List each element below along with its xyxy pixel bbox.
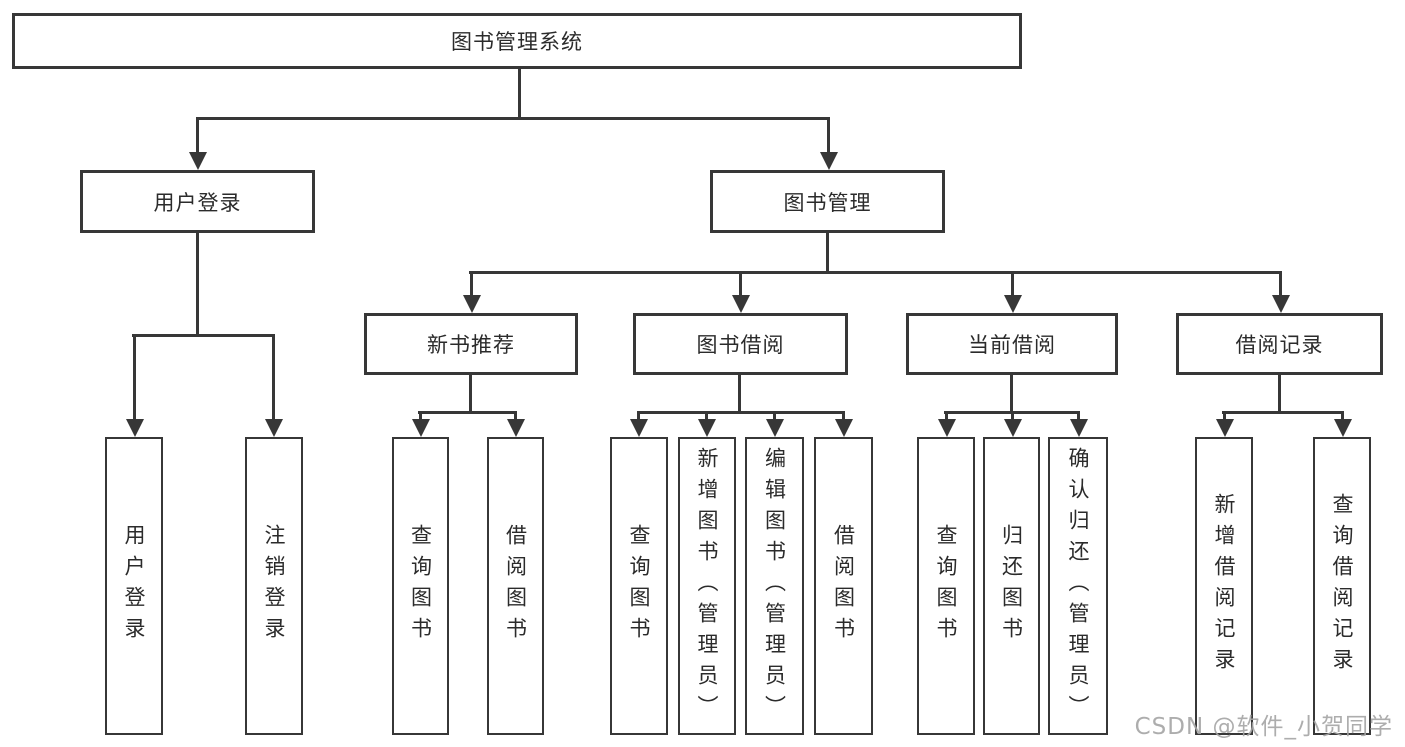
leaf-borrow-book-recommend: 借阅图书 [487,437,544,735]
connector-vline [738,375,741,413]
connector-vline [196,233,199,336]
node-label: 用户登录 [153,190,242,215]
connector-arrow-down [1003,271,1022,313]
leaf-label: 查询图书 [934,524,959,648]
connector-arrow-down [188,117,207,170]
connector-arrow-down [629,411,648,437]
node-book-borrow: 图书借阅 [633,313,848,375]
leaf-label: 新增借阅记录 [1212,493,1237,679]
csdn-watermark: CSDN @软件_小贺同学 [1134,714,1393,740]
connector-arrow-down [264,334,283,437]
node-current-borrow: 当前借阅 [906,313,1118,375]
leaf-confirm-return-admin: 确认归还（管理员） [1048,437,1108,735]
connector-arrow-down [1003,411,1022,437]
connector-vline [826,233,829,274]
connector-hline [1222,411,1343,414]
connector-hline [132,334,275,337]
leaf-return-book: 归还图书 [983,437,1040,735]
node-borrow-records: 借阅记录 [1176,313,1383,375]
leaf-query-borrow-record: 查询借阅记录 [1313,437,1371,735]
node-user-login: 用户登录 [80,170,315,233]
connector-arrow-down [697,411,716,437]
leaf-edit-book-admin: 编辑图书（管理员） [745,437,804,735]
node-label: 新书推荐 [427,333,515,357]
connector-hline [469,271,1281,274]
connector-vline [1278,375,1281,413]
leaf-label: 编辑图书（管理员） [762,446,787,726]
connector-arrow-down [411,411,430,437]
connector-arrow-down [834,411,853,437]
connector-vline [518,69,521,117]
leaf-label: 注销登录 [262,524,287,648]
leaf-label: 新增图书（管理员） [695,446,720,726]
connector-vline [1010,375,1013,413]
connector-arrow-down [1069,411,1088,437]
node-label: 图书管理 [783,190,872,215]
node-label: 借阅记录 [1235,333,1324,357]
node-label: 当前借阅 [968,333,1056,357]
connector-arrow-down [819,117,838,170]
leaf-label: 查询图书 [408,524,433,648]
connector-arrow-down [462,271,481,313]
leaf-user-login: 用户登录 [105,437,163,735]
connector-arrow-down [125,334,144,437]
leaf-label: 用户登录 [122,524,147,648]
leaf-add-borrow-record: 新增借阅记录 [1195,437,1253,735]
connector-arrow-down [1271,271,1290,313]
leaf-label: 借阅图书 [831,524,856,648]
connector-hline [418,411,517,414]
node-book-management: 图书管理 [710,170,945,233]
leaf-add-book-admin: 新增图书（管理员） [678,437,736,735]
leaf-label: 查询图书 [627,524,652,648]
leaf-query-book-borrow: 查询图书 [610,437,668,735]
node-label: 图书管理系统 [451,30,583,54]
leaf-query-book-recommend: 查询图书 [392,437,449,735]
leaf-label: 归还图书 [999,524,1024,648]
node-label: 图书借阅 [696,333,785,357]
connector-arrow-down [731,271,750,313]
leaf-label: 借阅图书 [503,524,528,648]
node-new-book-recommend: 新书推荐 [364,313,578,375]
connector-arrow-down [765,411,784,437]
connector-arrow-down [506,411,525,437]
leaf-logout-login: 注销登录 [245,437,303,735]
connector-arrow-down [1215,411,1234,437]
connector-arrow-down [937,411,956,437]
connector-arrow-down [1333,411,1352,437]
leaf-query-book-current: 查询图书 [917,437,975,735]
leaf-borrow-book: 借阅图书 [814,437,873,735]
connector-hline [196,117,830,120]
connector-vline [469,375,472,413]
leaf-label: 查询借阅记录 [1330,493,1355,679]
connector-hline [637,411,844,414]
node-library-system: 图书管理系统 [12,13,1022,69]
leaf-label: 确认归还（管理员） [1066,446,1091,726]
